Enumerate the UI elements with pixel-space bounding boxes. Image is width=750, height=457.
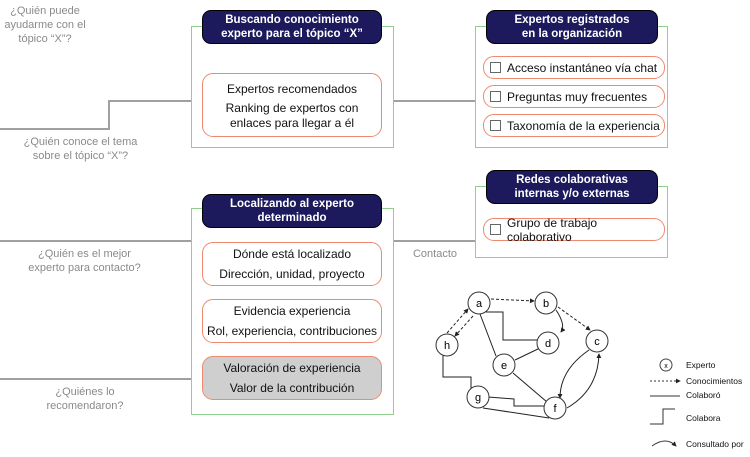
card-evidencia-experiencia[interactable]: Evidencia experiencia Rol, experiencia, … bbox=[202, 299, 382, 343]
node-f: f bbox=[543, 396, 567, 420]
card-donde-localizado[interactable]: Dónde está localizado Dirección, unidad,… bbox=[202, 242, 382, 286]
node-d: d bbox=[536, 331, 560, 355]
connector-line-contacto bbox=[392, 240, 476, 242]
edge-a-e bbox=[479, 313, 497, 357]
legend-conocimientos-label: Conocimientos bbox=[686, 376, 743, 386]
edge-a-d-colabora bbox=[486, 311, 537, 341]
connector-line-q2 bbox=[0, 128, 110, 130]
node-h: h bbox=[435, 333, 459, 357]
svg-text:d: d bbox=[545, 338, 551, 350]
edge-e-f bbox=[512, 372, 548, 403]
svg-text:a: a bbox=[476, 298, 483, 310]
panel-redes-title: Redes colaborativas internas y/o externa… bbox=[486, 170, 658, 204]
legend-colabora-icon bbox=[650, 408, 675, 425]
node-a: a bbox=[467, 291, 491, 315]
node-c: c bbox=[585, 329, 609, 353]
edge-c-f bbox=[557, 349, 590, 399]
connector-line-q3 bbox=[0, 240, 192, 242]
legend-expert-icon: x bbox=[659, 358, 673, 372]
node-g: g bbox=[466, 385, 490, 409]
question-who-can-help: ¿Quién puede ayudarme con el tópico “X”? bbox=[4, 5, 86, 45]
legend-colabora-label: Colabora bbox=[686, 413, 721, 423]
edge-h-g-colabora bbox=[442, 355, 472, 390]
question-best-expert: ¿Quién es el mejor experto para contacto… bbox=[28, 248, 141, 274]
edge-e-d bbox=[514, 347, 541, 361]
connector-line-q1 bbox=[108, 100, 192, 102]
panel-localizando-title: Localizando al experto determinado bbox=[202, 194, 382, 228]
edge-a-h bbox=[454, 315, 474, 337]
question-who-recommended: ¿Quiénes lo recomendaron? bbox=[46, 386, 124, 412]
checkbox-icon bbox=[490, 62, 501, 73]
item-preguntas-frecuentes[interactable]: Preguntas muy frecuentes bbox=[483, 85, 665, 108]
item-grupo-trabajo[interactable]: Grupo de trabajo colaborativo bbox=[483, 216, 665, 244]
node-b: b bbox=[534, 291, 558, 315]
card-expertos-recomendados[interactable]: Expertos recomendados Ranking de experto… bbox=[202, 73, 382, 137]
svg-text:h: h bbox=[444, 340, 450, 352]
svg-text:f: f bbox=[553, 403, 557, 415]
edge-b-c bbox=[557, 306, 591, 331]
checkbox-icon bbox=[490, 224, 501, 235]
item-acceso-chat[interactable]: Acceso instantáneo vía chat bbox=[483, 56, 665, 79]
connector-line-q2-step bbox=[108, 100, 110, 130]
checkbox-icon bbox=[490, 91, 501, 102]
panel-buscando-title: Buscando conocimiento experto para el tó… bbox=[202, 10, 382, 44]
edge-a-b bbox=[490, 298, 535, 304]
connector-line-panels-top bbox=[392, 100, 476, 102]
svg-text:e: e bbox=[501, 360, 507, 372]
card-valoracion-experiencia[interactable]: Valoración de experiencia Valor de la co… bbox=[202, 356, 382, 400]
svg-text:x: x bbox=[664, 363, 668, 370]
item-taxonomia[interactable]: Taxonomía de la experiencia bbox=[483, 114, 665, 137]
checkbox-icon bbox=[490, 120, 501, 131]
svg-text:c: c bbox=[594, 336, 600, 348]
edge-b-d bbox=[555, 309, 566, 333]
contacto-label: Contacto bbox=[412, 248, 458, 260]
legend-colaboro-label: Colaboró bbox=[686, 390, 721, 400]
legend-experto-label: Experto bbox=[686, 360, 716, 370]
edge-h-a bbox=[446, 308, 469, 334]
panel-registrados-title: Expertos registrados en la organización bbox=[486, 10, 658, 44]
edge-f-c bbox=[566, 353, 602, 409]
svg-text:b: b bbox=[543, 298, 549, 310]
edge-g-f bbox=[482, 407, 550, 419]
legend-consultado-icon bbox=[651, 440, 677, 447]
connector-line-q4 bbox=[0, 378, 192, 380]
legend-consultado-label: Consultado por bbox=[686, 439, 744, 449]
question-who-knows-topic: ¿Quién conoce el tema sobre el tópico “X… bbox=[23, 136, 138, 162]
svg-text:g: g bbox=[475, 392, 481, 404]
node-e: e bbox=[492, 353, 516, 377]
edge-g-f-colabora bbox=[487, 396, 546, 407]
